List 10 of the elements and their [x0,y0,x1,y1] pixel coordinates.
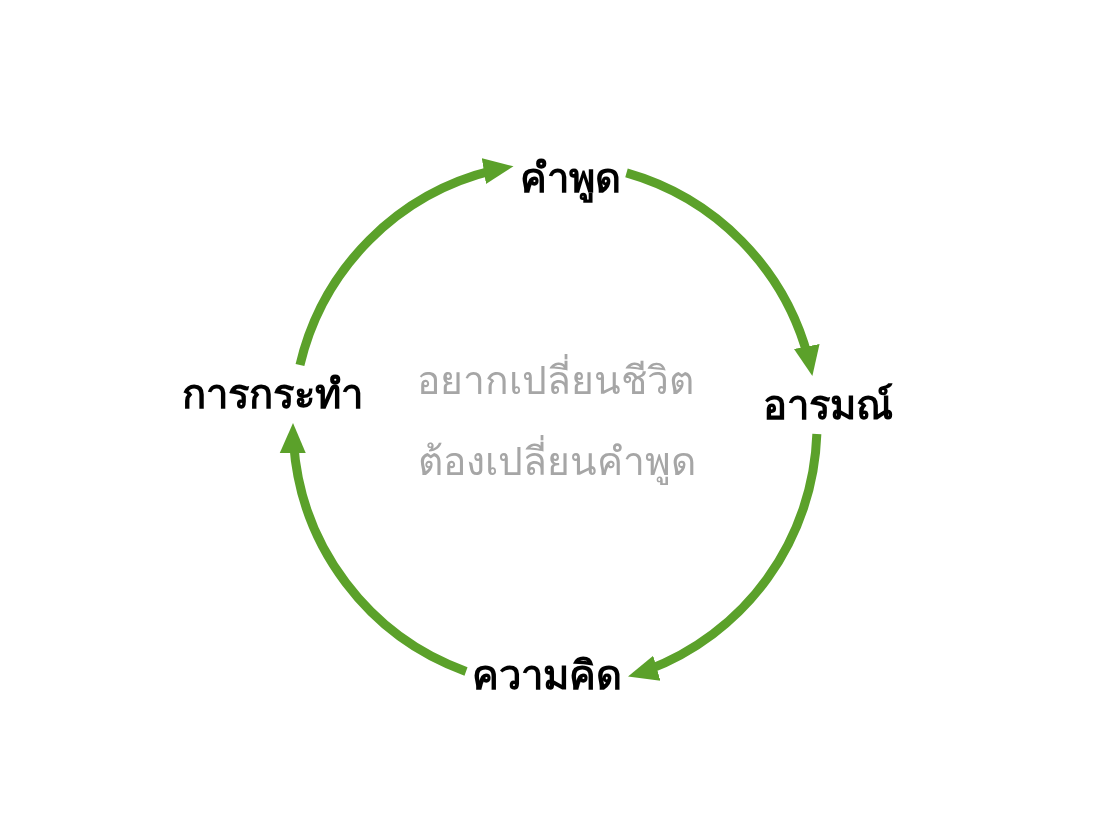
cycle-arrow [626,433,822,681]
cycle-arrow [281,422,468,676]
center-quote: อยากเปลี่ยนชีวิต [416,356,694,406]
cycle-arrow [625,168,818,378]
step-label: การกระทำ [175,365,369,423]
step-label: คำพูด [513,149,627,207]
center-quote: ต้องเปลี่ยนคำพูด [418,437,696,487]
cycle-arrow [295,160,515,367]
step-label: ความคิด [466,646,628,704]
step-label: อารมณ์ [757,376,899,434]
